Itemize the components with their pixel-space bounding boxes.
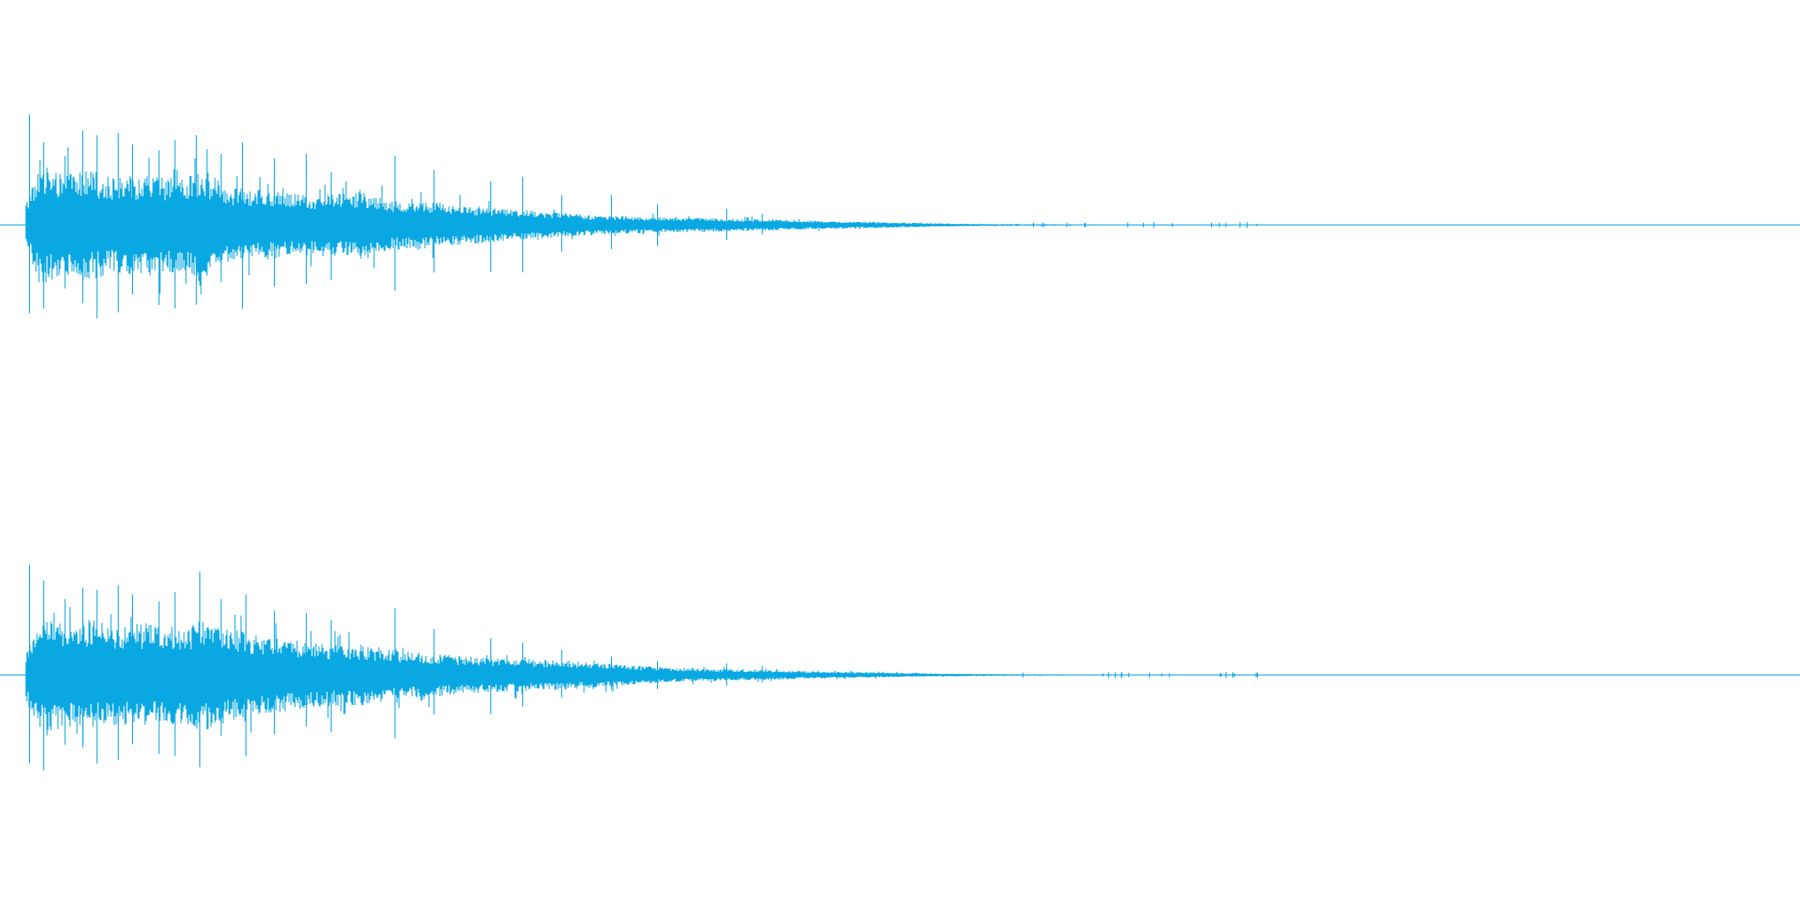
waveform-channel-1 bbox=[0, 114, 1800, 319]
waveform-body bbox=[25, 147, 1294, 297]
waveform-body bbox=[25, 607, 1294, 745]
waveform-channel-2 bbox=[0, 564, 1800, 771]
